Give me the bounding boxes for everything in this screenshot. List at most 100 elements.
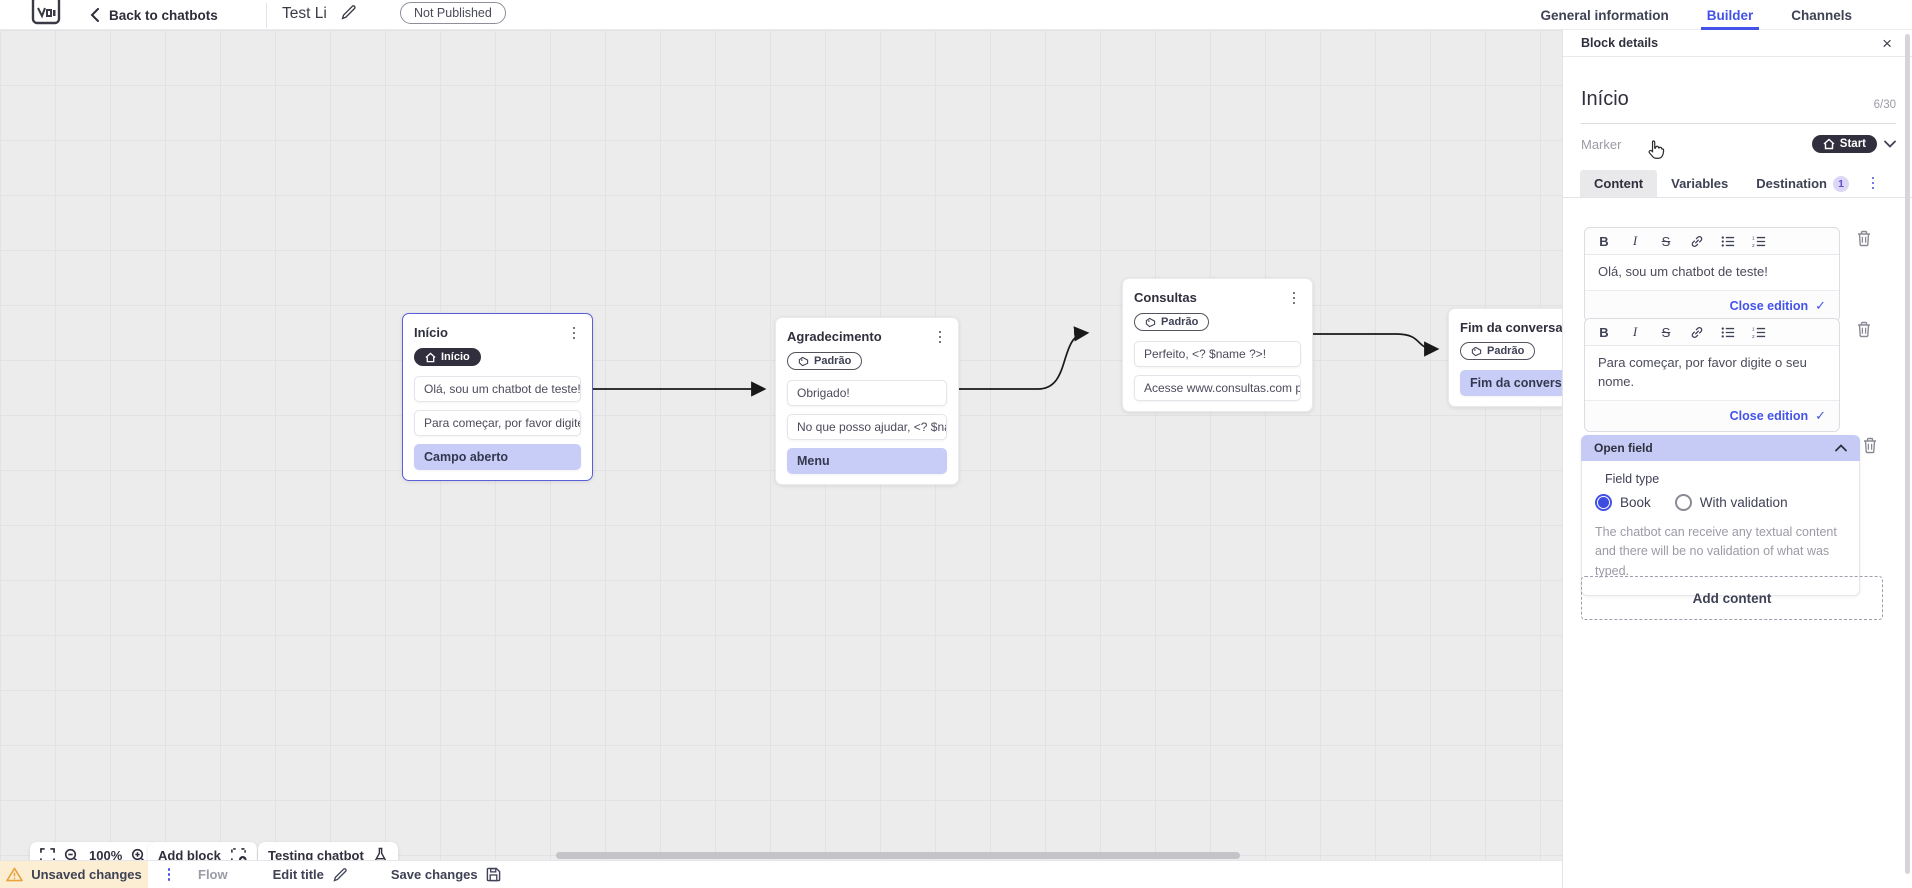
block-marker-badge: Padrão: [1460, 342, 1536, 360]
save-changes-label: Save changes: [390, 867, 478, 882]
save-icon: [486, 867, 500, 882]
editor-footer: Close edition ✓: [1585, 399, 1839, 431]
destination-count-badge: 1: [1833, 175, 1850, 192]
check-icon: ✓: [1815, 297, 1826, 313]
chevron-down-icon: [1884, 140, 1896, 148]
zoom-level: 100%: [89, 848, 123, 860]
strikethrough-icon[interactable]: S: [1661, 324, 1671, 340]
italic-icon[interactable]: I: [1632, 324, 1638, 339]
block-content-item[interactable]: Obrigado!: [787, 379, 947, 406]
italic-icon[interactable]: I: [1632, 233, 1638, 248]
panel-tab-variables[interactable]: Variables: [1671, 176, 1729, 191]
panel-scrollbar[interactable]: [1905, 34, 1910, 874]
bottom-menu-icon[interactable]: [162, 867, 176, 883]
block-content-item[interactable]: Para começar, por favor digite o ...: [414, 409, 581, 436]
add-block-button[interactable]: Add block: [148, 842, 257, 860]
close-edition-button[interactable]: Close edition: [1729, 298, 1809, 313]
bullet-list-icon[interactable]: [1721, 326, 1735, 339]
editor-text[interactable]: Olá, sou um chatbot de teste!: [1598, 264, 1768, 279]
block-content-item[interactable]: Perfeito, <? $name ?>!: [1134, 340, 1301, 367]
panel-tabs-menu-icon[interactable]: [1866, 175, 1880, 191]
flow-block-consultas[interactable]: Consultas Padrão Perfeito, <? $name ?>! …: [1122, 278, 1313, 412]
flow-block-inicio[interactable]: Início Início Olá, sou um chatbot de tes…: [402, 313, 593, 481]
flow-block-fim-da-conversa[interactable]: Fim da conversa Padrão Fim da conversa: [1448, 308, 1562, 407]
editor-text[interactable]: Para começar, por favor digite o seu nom…: [1598, 355, 1807, 389]
flow-block-agradecimento[interactable]: Agradecimento Padrão Obrigado! No que po…: [775, 317, 959, 485]
status-badge: Not Published: [400, 2, 506, 24]
flow-connections: [593, 326, 1440, 397]
add-block-label: Add block: [158, 848, 221, 860]
fullscreen-icon[interactable]: [40, 848, 55, 860]
zoom-in-icon[interactable]: [131, 848, 147, 861]
delete-content-icon[interactable]: [1856, 230, 1872, 247]
edit-title-button[interactable]: Edit title: [273, 867, 348, 883]
block-content-item[interactable]: Acesse www.consultas.com par...: [1134, 374, 1301, 401]
block-menu-icon[interactable]: [933, 329, 947, 345]
chevron-up-icon: [1835, 444, 1847, 452]
chatbot-title: Test Li: [282, 5, 327, 22]
block-name-input[interactable]: Início: [1581, 88, 1629, 110]
tab-channels[interactable]: Channels: [1791, 7, 1852, 23]
back-label: Back to chatbots: [109, 7, 218, 23]
svg-text:1: 1: [1752, 326, 1755, 332]
panel-tab-destination[interactable]: Destination 1: [1742, 170, 1863, 197]
tag-icon: [798, 356, 809, 366]
block-marker-badge: Padrão: [787, 352, 863, 370]
close-panel-icon[interactable]: ×: [1882, 33, 1892, 53]
app-logo-icon: [30, 0, 62, 26]
delete-open-field-icon[interactable]: [1862, 437, 1878, 454]
top-bar: Back to chatbots Test Li Not Published G…: [0, 0, 1912, 30]
delete-content-icon[interactable]: [1856, 321, 1872, 338]
link-icon[interactable]: [1690, 234, 1704, 249]
panel-tab-content[interactable]: Content: [1580, 170, 1658, 197]
flow-canvas[interactable]: Início Início Olá, sou um chatbot de tes…: [0, 30, 1562, 860]
add-block-icon: [230, 848, 247, 860]
strikethrough-icon[interactable]: S: [1661, 233, 1671, 249]
bottom-bar: Unsaved changes Flow Edit title Save cha…: [0, 860, 1562, 888]
radio-option-with-validation[interactable]: With validation: [1674, 494, 1788, 511]
svg-text:2: 2: [1752, 334, 1755, 339]
back-to-chatbots-button[interactable]: Back to chatbots: [90, 0, 218, 30]
block-marker-badge: Início: [414, 348, 481, 366]
block-content-item[interactable]: No que posso ajudar, <? $name ...: [787, 413, 947, 440]
bullet-list-icon[interactable]: [1721, 235, 1735, 248]
main-tabs: General information Builder Channels: [1540, 0, 1852, 30]
testing-chatbot-button[interactable]: Testing chatbot: [258, 842, 398, 860]
save-changes-button[interactable]: Save changes: [391, 867, 501, 882]
open-field-header[interactable]: Open field: [1581, 435, 1860, 461]
topbar-divider: [266, 3, 267, 28]
block-menu-icon[interactable]: [567, 325, 581, 341]
add-content-button[interactable]: Add content: [1581, 576, 1883, 620]
editor-footer: Close edition ✓: [1585, 289, 1839, 321]
radio-selected-icon: [1595, 494, 1612, 511]
block-menu-item[interactable]: Menu: [787, 447, 947, 474]
numbered-list-icon[interactable]: 12: [1752, 326, 1766, 339]
block-name-row: Início 6/30: [1581, 88, 1896, 124]
tab-builder[interactable]: Builder: [1700, 0, 1759, 30]
unsaved-changes-indicator: Unsaved changes: [0, 861, 148, 888]
block-menu-icon[interactable]: [1287, 290, 1301, 306]
link-icon[interactable]: [1690, 325, 1704, 340]
tab-general-information[interactable]: General information: [1540, 7, 1669, 23]
panel-tabs: Content Variables Destination 1: [1563, 170, 1912, 198]
block-title: Consultas: [1134, 290, 1197, 305]
field-type-options: Book With validation: [1595, 494, 1846, 511]
block-content-item[interactable]: Olá, sou um chatbot de teste!: [414, 375, 581, 402]
close-edition-button[interactable]: Close edition: [1729, 408, 1809, 423]
radio-option-book[interactable]: Book: [1595, 494, 1651, 511]
marker-select[interactable]: Start: [1811, 135, 1896, 153]
panel-header: Block details ×: [1563, 30, 1912, 57]
field-type-helper-text: The chatbot can receive any textual cont…: [1595, 525, 1837, 578]
numbered-list-icon[interactable]: 12: [1752, 235, 1766, 248]
zoom-out-icon[interactable]: [64, 848, 80, 861]
block-open-field-item[interactable]: Campo aberto: [414, 443, 581, 470]
edit-name-pencil-icon[interactable]: [340, 4, 357, 21]
canvas-horizontal-scrollbar[interactable]: [556, 852, 1240, 859]
bold-icon[interactable]: B: [1599, 233, 1609, 249]
block-details-panel: Block details × Início 6/30 Marker Start…: [1562, 30, 1912, 888]
block-end-item[interactable]: Fim da conversa: [1460, 369, 1562, 396]
bold-icon[interactable]: B: [1599, 324, 1609, 340]
